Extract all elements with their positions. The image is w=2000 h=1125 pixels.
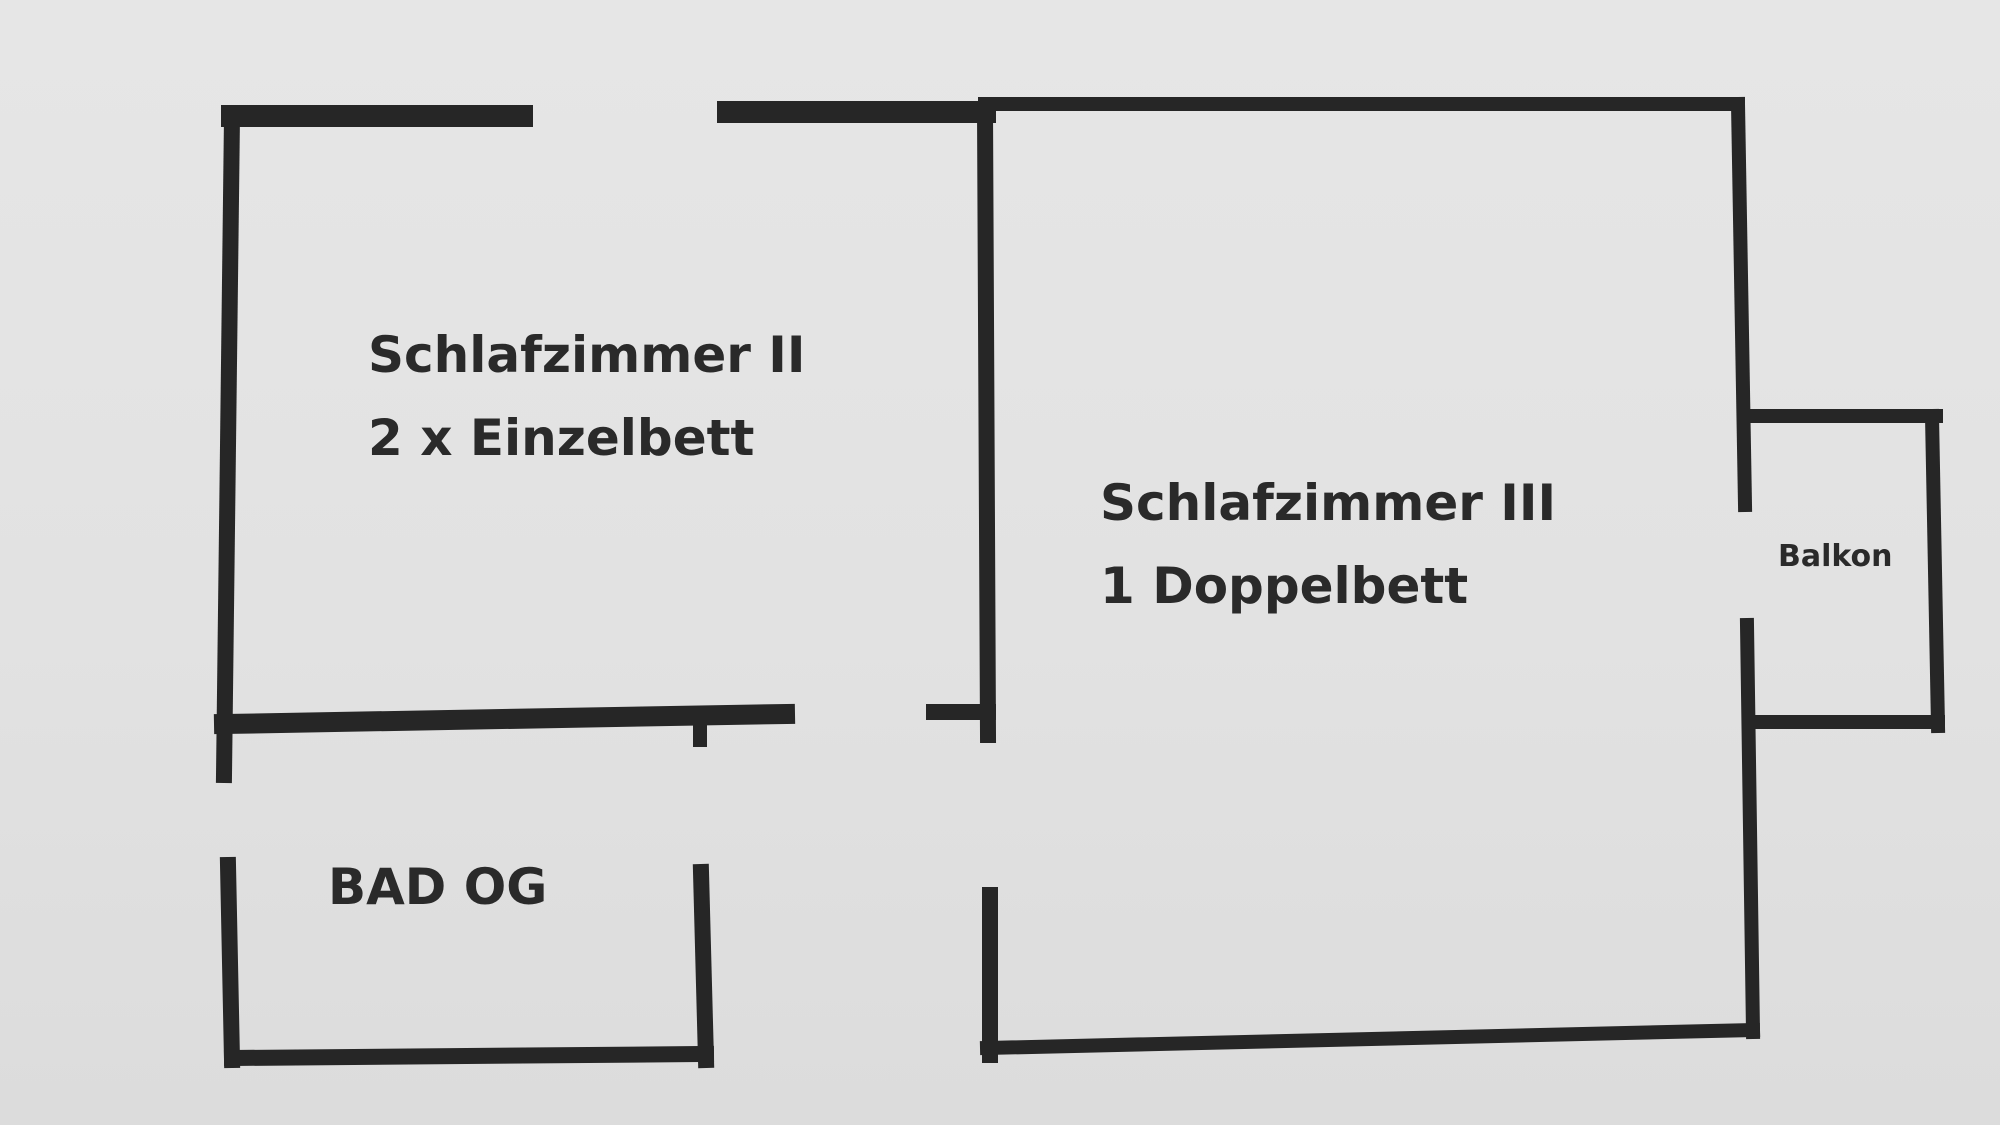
room-beds-schlafzimmer-2: 2 x Einzelbett [368,409,754,467]
wall-sz3-right-upper [1730,96,1753,513]
wall-sz3-right-lower [1739,617,1761,1040]
wall-bad-left [219,856,241,1069]
wall-sz2-bottom [213,703,796,735]
walls [213,96,1946,1069]
wall-bad-right [692,863,715,1069]
wall-sz2-left [215,107,241,784]
room-label-bad-og: BAD OG [328,858,547,916]
room-label-schlafzimmer-3: Schlafzimmer III [1100,474,1556,532]
wall-divider [976,101,997,744]
room-label-balkon: Balkon [1778,539,1893,574]
wall-balkon-right [1924,408,1946,734]
room-label-schlafzimmer-2: Schlafzimmer II [368,326,806,384]
room-beds-schlafzimmer-3: 1 Doppelbett [1100,557,1468,615]
wall-sz3-bottom [979,1022,1761,1056]
room-labels: Schlafzimmer II 2 x Einzelbett Schlafzim… [328,326,1893,916]
wall-bad-bottom [223,1045,715,1067]
